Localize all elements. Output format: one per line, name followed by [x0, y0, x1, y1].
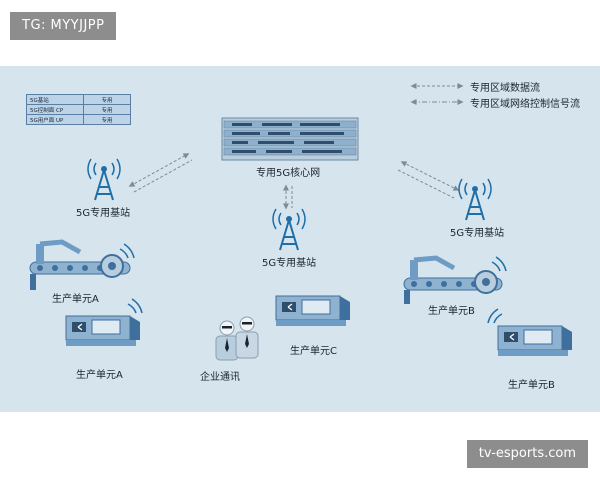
- unit-b-machine-label: 生产单元B: [508, 380, 555, 391]
- flow-arrow-core-right: [400, 161, 460, 191]
- table-cell: 5G控制面 CP: [26, 104, 84, 115]
- table-cell: 5G用户面 UP: [26, 114, 84, 125]
- table-cell: 专用: [83, 94, 131, 105]
- flow-arrow-core-right-2: [397, 169, 455, 199]
- production-unit-c-machine-icon: [275, 295, 350, 326]
- flow-arrow-core-left: [128, 153, 190, 187]
- base-station-left-icon: [87, 158, 121, 201]
- production-unit-b-robot-icon: [403, 255, 507, 304]
- table-row: 5G基站专用: [26, 94, 131, 105]
- table-cell: 5G基站: [26, 94, 84, 105]
- base-station-center-icon: [272, 208, 306, 251]
- table-cell: 专用: [83, 104, 131, 115]
- flow-arrow-core-left-2: [133, 159, 193, 193]
- production-unit-a-robot-icon: [29, 239, 135, 290]
- watermark-bottom: tv-esports.com: [466, 440, 588, 468]
- unit-b-robot-label: 生产单元B: [428, 306, 475, 317]
- diagram-canvas: [29, 83, 572, 361]
- base-station-right-label: 5G专用基站: [450, 228, 505, 239]
- enterprise-comm-label: 企业通讯: [200, 372, 240, 383]
- base-station-left-label: 5G专用基站: [76, 208, 131, 219]
- table-cell: 专用: [83, 114, 131, 125]
- watermark-top: TG: MYYJJPP: [10, 12, 117, 40]
- legend-data-flow-label: 专用区域数据流: [470, 83, 540, 94]
- base-station-center-label: 5G专用基站: [262, 258, 317, 269]
- unit-a-machine-label: 生产单元A: [76, 370, 123, 381]
- enterprise-comm-people-icon: [215, 316, 259, 361]
- production-unit-b-machine-icon: [487, 308, 572, 356]
- unit-c-label: 生产单元C: [290, 346, 337, 357]
- core-network-label: 专用5G核心网: [256, 168, 321, 179]
- unit-a-robot-label: 生产单元A: [52, 294, 99, 305]
- core-network-switch-icon: [221, 117, 359, 161]
- production-unit-a-machine-icon: [65, 298, 143, 346]
- base-station-right-icon: [458, 178, 492, 221]
- legend-control-flow-label: 专用区域网络控制信号流: [470, 99, 580, 110]
